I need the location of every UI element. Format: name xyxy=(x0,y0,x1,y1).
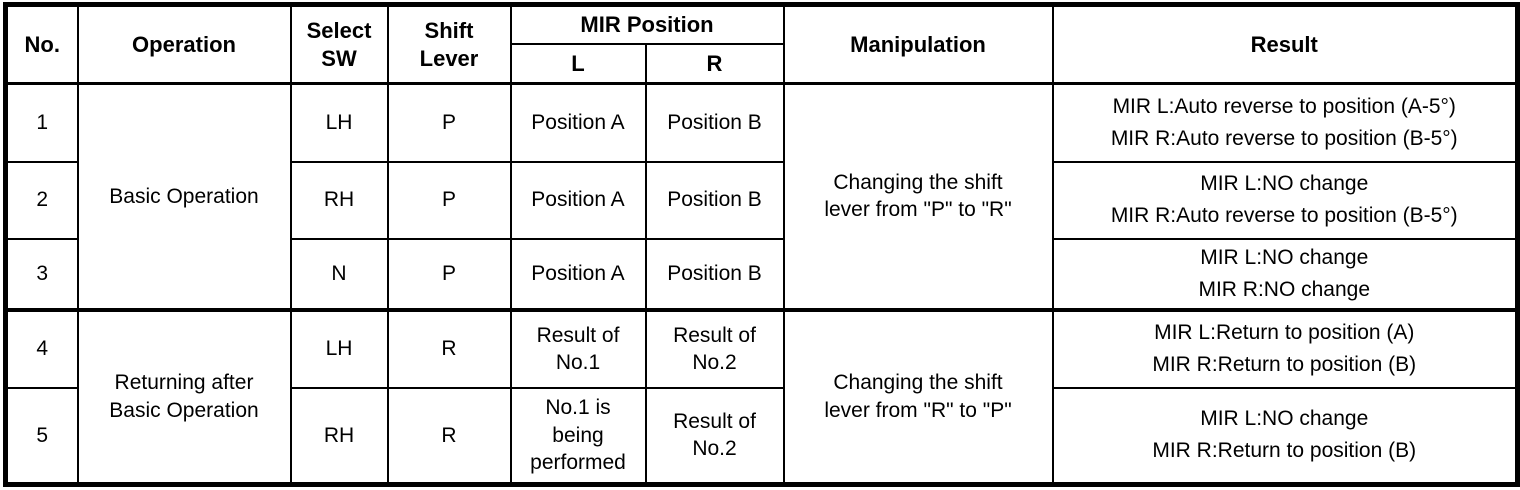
cell-mir-r-1: Position B xyxy=(644,82,785,163)
result-line: MIR R:Return to position (B) xyxy=(1152,353,1417,376)
cell-result-2: MIR L:NO change MIR R:Auto reverse to po… xyxy=(1051,160,1519,240)
cell-mir-r-4: Result of No.2 xyxy=(644,307,785,389)
cell-no-3: 3 xyxy=(4,237,79,311)
header-no: No. xyxy=(4,3,79,85)
cell-mir-l-1: Position A xyxy=(509,82,647,163)
cell-mir-l-4: Result of No.1 xyxy=(509,307,647,389)
cell-select-sw-5: RH xyxy=(289,386,389,486)
table-row-4: 4 Returning after Basic Operation LH R R… xyxy=(4,307,1519,486)
result-line: MIR R:Return to position (B) xyxy=(1152,439,1417,463)
header-shift-lever: Shift Lever xyxy=(386,3,512,85)
cell-manipulation-group-1: Changing the shift lever from "P" to "R" xyxy=(782,82,1054,311)
result-line: MIR L:NO change xyxy=(1200,407,1369,431)
table-body: 1 Basic Operation LH P Position A Positi… xyxy=(4,82,1519,486)
cell-no-5: 5 xyxy=(4,386,79,486)
cell-operation-group-2: Returning after Basic Operation xyxy=(76,307,292,486)
result-line: MIR L:NO change xyxy=(1200,172,1369,195)
header-mir-position: MIR Position xyxy=(509,3,785,45)
result-line: MIR L:Return to position (A) xyxy=(1154,321,1415,344)
cell-result-3: MIR L:NO change MIR R:NO change xyxy=(1051,237,1519,311)
result-line: MIR L:Auto reverse to position (A-5°) xyxy=(1112,94,1456,118)
header-row-2: L R xyxy=(6,42,1518,85)
header-result: Result xyxy=(1051,3,1519,85)
cell-select-sw-4: LH xyxy=(289,307,389,389)
cell-mir-r-3: Position B xyxy=(644,237,785,311)
table-row-5: 5 RH R No.1 is being performed Result of… xyxy=(4,386,1519,486)
header-row-1: No. Operation Select SW Shift Lever MIR … xyxy=(4,3,1519,85)
cell-no-4: 4 xyxy=(4,307,79,389)
result-line: MIR R:Auto reverse to position (B-5°) xyxy=(1110,204,1458,227)
header-select-sw: Select SW xyxy=(289,3,389,85)
cell-select-sw-1: LH xyxy=(289,82,389,163)
cell-mir-l-3: Position A xyxy=(509,237,647,311)
cell-no-2: 2 xyxy=(4,160,79,240)
result-line: MIR L:NO change xyxy=(1200,245,1369,269)
cell-result-1: MIR L:Auto reverse to position (A-5°) MI… xyxy=(1051,82,1519,163)
cell-mir-l-2: Position A xyxy=(509,160,647,240)
table-header: No. Operation Select SW Shift Lever MIR … xyxy=(4,3,1519,85)
header-mir-r: R xyxy=(644,42,785,85)
table-row-2: 2 RH P Position A Position B MIR L:NO ch… xyxy=(4,160,1519,240)
cell-shift-lever-2: P xyxy=(386,160,512,240)
cell-shift-lever-1: P xyxy=(386,82,512,163)
cell-select-sw-3: N xyxy=(289,237,389,311)
header-mir-l: L xyxy=(509,42,647,85)
cell-mir-r-5: Result of No.2 xyxy=(644,386,785,486)
cell-shift-lever-5: R xyxy=(386,386,512,486)
cell-no-1: 1 xyxy=(4,82,79,163)
cell-select-sw-2: RH xyxy=(289,160,389,240)
header-manipulation: Manipulation xyxy=(782,3,1054,85)
cell-result-5: MIR L:NO change MIR R:Return to position… xyxy=(1051,386,1519,486)
cell-shift-lever-3: P xyxy=(386,237,512,311)
header-operation: Operation xyxy=(76,3,292,85)
cell-mir-r-2: Position B xyxy=(644,160,785,240)
table-row-1: 1 Basic Operation LH P Position A Positi… xyxy=(4,82,1519,311)
mir-position-operation-table: No. Operation Select SW Shift Lever MIR … xyxy=(3,2,1520,487)
cell-manipulation-group-2: Changing the shift lever from "R" to "P" xyxy=(782,307,1054,486)
result-line: MIR R:Auto reverse to position (B-5°) xyxy=(1110,126,1458,150)
result-line: MIR R:NO change xyxy=(1198,277,1371,301)
cell-shift-lever-4: R xyxy=(386,307,512,389)
cell-result-4: MIR L:Return to position (A) MIR R:Retur… xyxy=(1051,307,1519,389)
cell-mir-l-5: No.1 is being performed xyxy=(509,386,647,486)
table-row-3: 3 N P Position A Position B MIR L:NO cha… xyxy=(4,237,1519,311)
cell-operation-group-1: Basic Operation xyxy=(76,82,292,311)
